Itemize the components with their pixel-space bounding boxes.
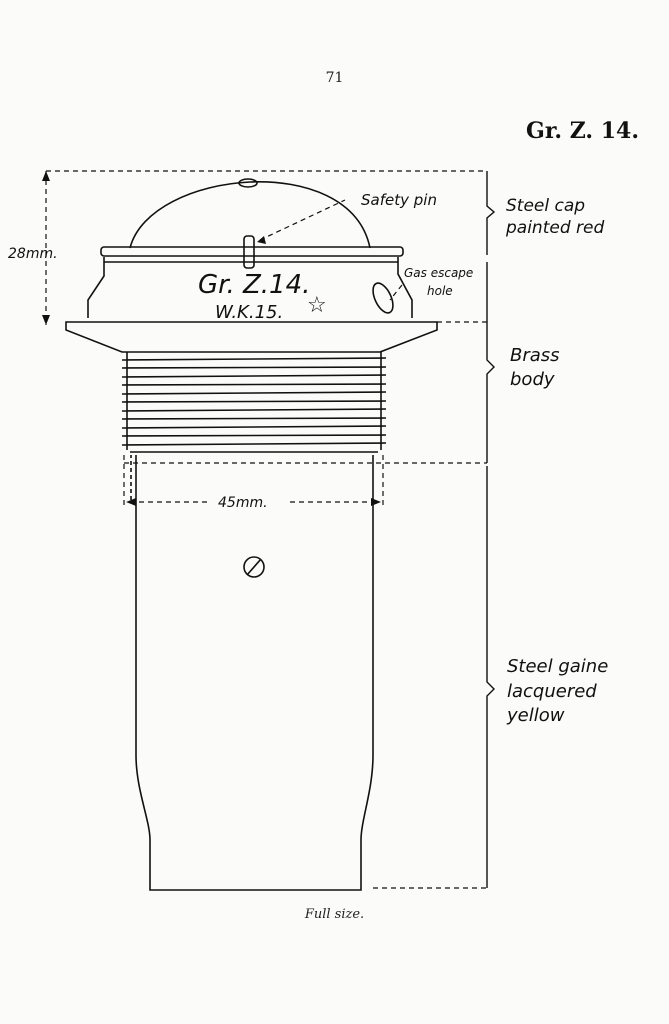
page-title: Gr. Z. 14.	[526, 118, 639, 144]
brass-body-brace	[486, 262, 495, 463]
brass-body-threads	[121, 352, 387, 453]
steel-gaine-label-line1: Steel gaine	[507, 656, 608, 677]
upper-body	[87, 257, 413, 318]
steel-gaine-label-line3: yellow	[506, 705, 565, 726]
width-dimension-label: 45mm.	[218, 495, 268, 511]
steel-gaine-label-line2: lacquered	[507, 681, 597, 702]
cap-rim	[100, 246, 404, 257]
body-flange	[65, 321, 438, 353]
steel-cap-label-line2: painted red	[505, 218, 604, 238]
marking-line-1: Gr. Z.14.	[198, 270, 310, 300]
page-number: 71	[325, 70, 344, 86]
steel-gaine-brace	[486, 466, 495, 888]
marking-line-2: W.K.15.	[215, 302, 283, 323]
gas-escape-hole	[372, 282, 394, 314]
safety-pin-label: Safety pin	[361, 191, 437, 209]
height-dimension-label: 28mm.	[8, 246, 58, 262]
brass-body-label-line2: body	[510, 369, 555, 390]
steel-gaine	[135, 455, 374, 891]
gaine-screw	[243, 556, 265, 578]
gas-escape-label-line2: hole	[427, 284, 453, 298]
steel-cap-dome	[129, 181, 371, 249]
steel-cap-brace	[486, 171, 496, 255]
brass-body-label-line1: Brass	[510, 345, 560, 366]
safety-pin	[243, 235, 255, 269]
gas-escape-label-line1: Gas escape	[404, 266, 473, 280]
figure-caption: Full size.	[304, 907, 365, 922]
cap-top-hole	[238, 178, 258, 188]
steel-cap-label-line1: Steel cap	[506, 196, 585, 216]
star-icon: ☆	[307, 293, 327, 318]
